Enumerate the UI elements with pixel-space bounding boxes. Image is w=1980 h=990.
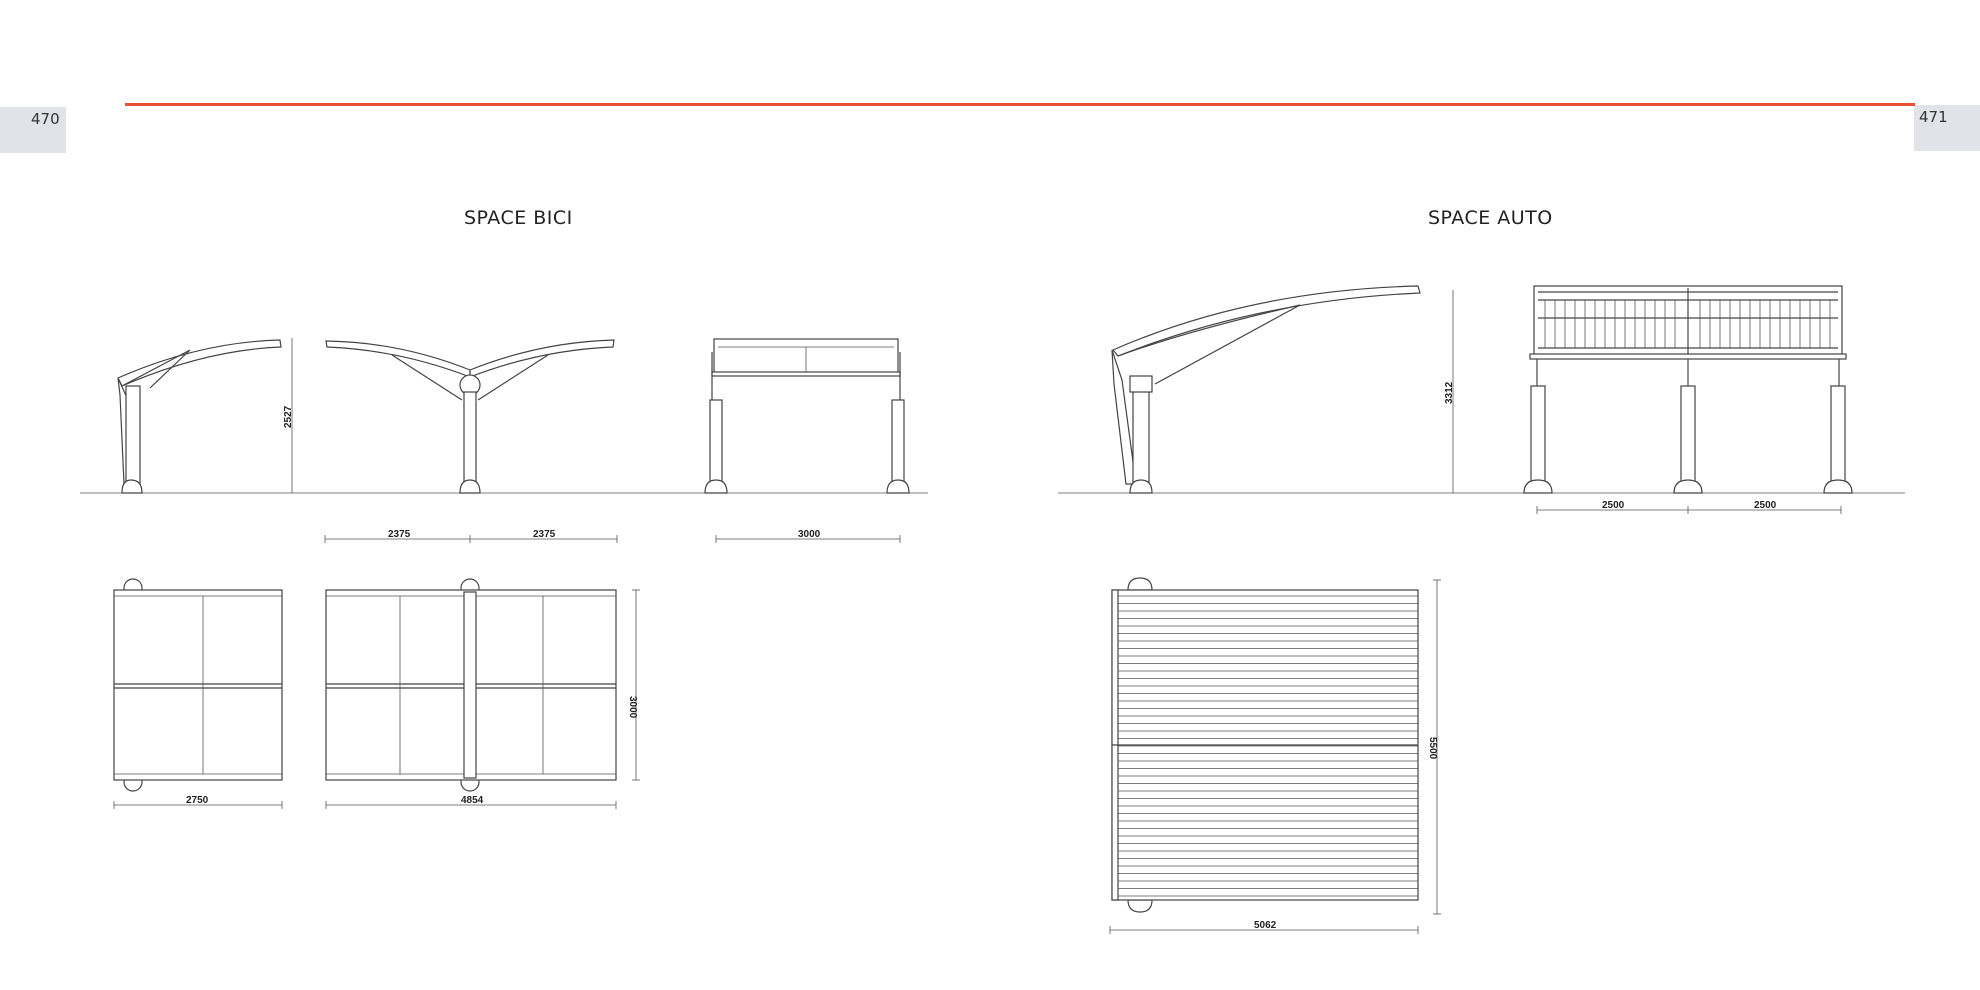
bici-double-side-elevation: 2375 2375 bbox=[324, 339, 618, 543]
page-number-left: 470 bbox=[0, 107, 66, 153]
page-number-right: 471 bbox=[1914, 105, 1980, 151]
bici-single-plan: 2750 bbox=[113, 578, 283, 809]
dim-bici-span-right: 2375 bbox=[533, 529, 556, 540]
dim-bici-plan-depth: 3000 bbox=[627, 696, 638, 719]
dim-auto-front-span-left: 2500 bbox=[1602, 500, 1625, 511]
dim-bici-height: 2527 bbox=[283, 405, 294, 428]
auto-side-elevation: 3312 bbox=[1058, 285, 1905, 494]
bici-side-elevation: 2527 bbox=[80, 338, 928, 494]
header-rule bbox=[125, 103, 1915, 106]
dim-auto-plan-width: 5062 bbox=[1254, 920, 1277, 931]
section-title-bici: SPACE BICI bbox=[464, 207, 573, 229]
dim-auto-front-span-right: 2500 bbox=[1754, 500, 1777, 511]
section-title-auto: SPACE AUTO bbox=[1428, 207, 1553, 229]
dim-auto-plan-depth: 5500 bbox=[1427, 737, 1438, 760]
dim-bici-front-width: 3000 bbox=[798, 529, 821, 540]
bici-double-plan: 4854 3000 bbox=[325, 578, 640, 809]
dim-bici-span-left: 2375 bbox=[388, 529, 411, 540]
dim-auto-height: 3312 bbox=[1444, 381, 1455, 404]
bici-front-elevation: 3000 bbox=[704, 338, 910, 543]
dim-bici-plan-double-width: 4854 bbox=[461, 795, 484, 806]
auto-front-elevation: 2500 2500 bbox=[1523, 285, 1853, 514]
auto-plan: 5062 5500 bbox=[1109, 577, 1441, 934]
page-number-right-label: 471 bbox=[1919, 108, 1948, 126]
dim-bici-plan-single-width: 2750 bbox=[186, 795, 209, 806]
page-number-left-label: 470 bbox=[31, 110, 60, 128]
